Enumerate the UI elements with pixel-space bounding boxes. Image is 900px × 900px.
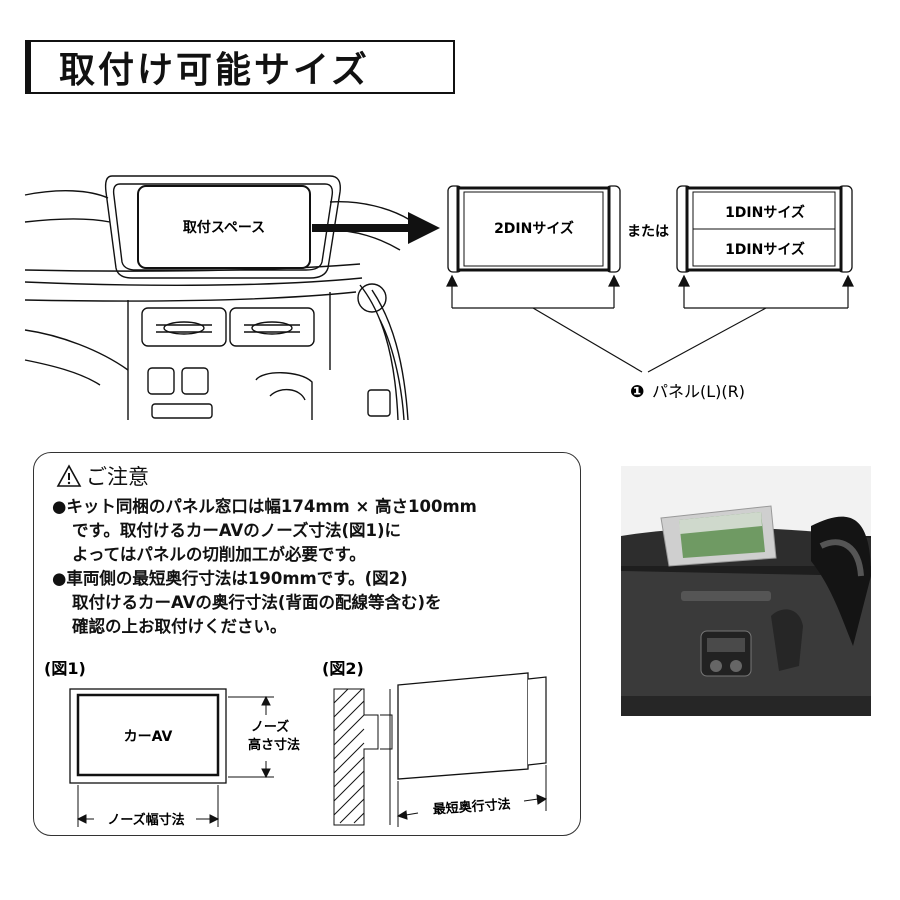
car-av-side — [397, 672, 529, 780]
notice-text: ●キット同梱のパネル窓口は幅174mm × 高さ100mm です。取付けるカーA… — [52, 495, 477, 639]
height-label-1: ノーズ — [251, 719, 289, 735]
depth-label: 最短奥行寸法 — [432, 796, 511, 817]
size-1din-top-label: 1DINサイズ — [725, 204, 805, 221]
panel-2din — [447, 185, 621, 273]
warning-icon — [56, 464, 82, 487]
panel-label: パネル(L)(R) — [652, 382, 745, 401]
width-label: ノーズ幅寸法 — [107, 812, 184, 828]
page-title: 取付け可能サイズ — [59, 50, 370, 91]
dashboard-lineart — [24, 175, 411, 420]
install-space-label: 取付スペース — [183, 219, 265, 236]
height-label-2: 高さ寸法 — [248, 737, 300, 753]
arrow-left-icon — [76, 814, 87, 824]
notice-line: ●車両側の最短奥行寸法は190mmです。(図2) — [52, 569, 408, 588]
steering-wheel — [811, 516, 871, 646]
installation-diagram: 取付スペース 2DINサイズ または 1DINサイズ 1DINサイズ ❶ パネル… — [24, 175, 854, 420]
car-av-label: カーAV — [124, 729, 173, 745]
notice-figures: (図1) カーAV ノーズ 高さ寸法 ノーズ幅寸法 (図2) — [44, 659, 548, 828]
notice-heading: ご注意 — [86, 465, 149, 489]
size-1din-bottom-label: 1DINサイズ — [725, 241, 805, 258]
title-box: 取付け可能サイズ — [25, 40, 455, 94]
notice-box: ご注意 ●キット同梱のパネル窓口は幅174mm × 高さ100mm です。取付け… — [33, 452, 581, 836]
vehicle-wall — [333, 688, 379, 826]
arrow-right-icon — [209, 814, 220, 824]
notice-line: 取付けるカーAVの奥行寸法(背面の配線等含む)を — [72, 593, 442, 612]
size-2din-label: 2DINサイズ — [494, 220, 574, 237]
arrow-head-icon — [408, 212, 440, 244]
panel-number-icon: ❶ — [630, 382, 644, 402]
notice-line: です。取付けるカーAVのノーズ寸法(図1)に — [72, 521, 402, 540]
panel-pointer-arrows — [446, 274, 854, 373]
notice-line: 確認の上お取付けください。 — [72, 617, 287, 636]
fig2-label: (図2) — [322, 659, 364, 678]
or-label: または — [627, 224, 669, 240]
fig1-label: (図1) — [44, 659, 86, 678]
arrow-left-icon — [396, 810, 408, 820]
notice-line: よってはパネルの切削加工が必要です。 — [72, 545, 366, 564]
arrow-up-icon — [261, 695, 271, 706]
install-space-box — [137, 185, 311, 269]
notice-line: ●キット同梱のパネル窓口は幅174mm × 高さ100mm — [52, 497, 477, 516]
arrow-right-icon — [536, 794, 548, 805]
arrow-down-icon — [261, 768, 271, 779]
car-av-inner — [76, 693, 220, 777]
dashboard-photo — [621, 466, 871, 716]
panel-1din — [676, 185, 853, 273]
notice-header: ご注意 — [56, 461, 149, 491]
